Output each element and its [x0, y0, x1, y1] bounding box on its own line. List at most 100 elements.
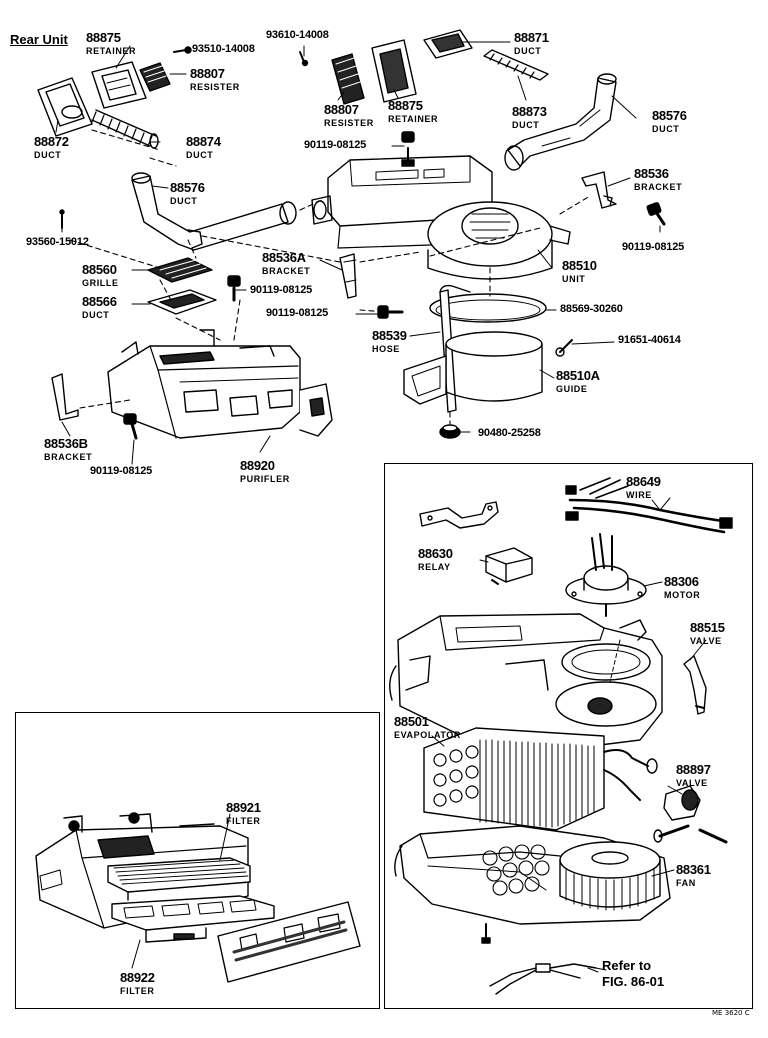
filter-cover-drawing — [217, 901, 361, 983]
label-88566-duct: 88566 DUCT — [82, 294, 117, 320]
part-number: 88897 — [676, 762, 711, 777]
part-number: 88576 — [170, 180, 205, 195]
grommet-90480-drawing — [439, 424, 461, 439]
label-88536-bracket: 88536 BRACKET — [634, 166, 682, 192]
part-number: 88807 — [190, 66, 225, 81]
purifier-88920-drawing — [107, 329, 333, 439]
label-88536A-bracket: 88536A BRACKET — [262, 250, 310, 276]
resister-88807-right-drawing — [331, 53, 365, 105]
label-88873-duct: 88873 DUCT — [512, 104, 547, 130]
small-harness-drawing — [489, 963, 607, 995]
part-name: DUCT — [514, 46, 542, 56]
part-number: 88875 — [388, 98, 423, 113]
leader-lines-bottom-right — [431, 499, 707, 973]
part-number: 88501 — [394, 714, 429, 729]
part-number: 88515 — [690, 620, 725, 635]
upper-case-drawing — [389, 613, 663, 751]
part-name: RELAY — [418, 562, 451, 572]
grille-88560-drawing — [147, 257, 213, 283]
part-number: 88510 — [562, 258, 597, 273]
part-name: FAN — [676, 878, 696, 888]
part-number: 88576 — [652, 108, 687, 123]
part-number: 88649 — [626, 474, 661, 489]
label-88897-valve: 88897 VALVE — [676, 762, 711, 788]
label-88874-duct: 88874 DUCT — [186, 134, 221, 160]
label-88569-30260: 88569-30260 — [560, 303, 623, 315]
part-name: PURIFLER — [240, 474, 290, 484]
label-88501-evapolator: 88501 EVAPOLATOR — [394, 714, 461, 740]
drawing-code: ME 3620 C — [712, 1009, 750, 1017]
part-name: DUCT — [186, 150, 214, 160]
leader-lines-top — [55, 41, 661, 465]
bracket-88536A-drawing — [339, 253, 357, 299]
label-88807-resister-left: 88807 RESISTER — [190, 66, 240, 92]
part-number: 88921 — [226, 800, 261, 815]
label-88807-resister-right: 88807 RESISTER — [324, 102, 374, 128]
evaporator-88501-drawing — [423, 727, 658, 831]
part-number: 88510A — [556, 368, 600, 383]
fan-88361-drawing — [559, 841, 661, 911]
reference-line-1: Refer to — [602, 958, 652, 973]
screw-93610-drawing — [299, 51, 309, 67]
label-88576-duct-right: 88576 DUCT — [652, 108, 687, 134]
filter-88922-drawing — [111, 895, 275, 943]
part-name: BRACKET — [634, 182, 683, 192]
part-number: 88875 — [86, 30, 121, 45]
resister-88807-left-drawing — [139, 62, 171, 92]
part-number: 88920 — [240, 458, 275, 473]
part-name: MOTOR — [664, 590, 701, 600]
label-88361-fan: 88361 FAN — [676, 862, 711, 888]
duct-88873-drawing — [483, 49, 549, 81]
relay-88630-drawing — [485, 547, 533, 585]
screw-90119-bottom-drawing — [123, 413, 138, 440]
part-name: RETAINER — [86, 46, 137, 56]
part-number: 88539 — [372, 328, 407, 343]
part-name: DUCT — [512, 120, 540, 130]
retainer-88875-right-drawing — [371, 39, 417, 103]
assembly-guide-lines — [69, 129, 591, 425]
part-number: 88536B — [44, 436, 88, 451]
label-91651-40614: 91651-40614 — [618, 334, 681, 346]
part-number: 88536A — [262, 250, 306, 265]
label-90480-25258: 90480-25258 — [478, 427, 541, 439]
screw-90119-mid-drawing — [227, 275, 241, 302]
screw-91651-drawing — [555, 339, 573, 357]
label-90119-08125-right: 90119-08125 — [622, 241, 685, 253]
label-88921-filter: 88921 FILTER — [226, 800, 261, 826]
part-name: DUCT — [34, 150, 62, 160]
part-name: BRACKET — [44, 452, 93, 462]
duct-88576-left-drawing — [131, 172, 297, 251]
part-number: 88630 — [418, 546, 453, 561]
label-88576-duct-left: 88576 DUCT — [170, 180, 205, 206]
bracket-strip-drawing — [419, 501, 499, 529]
part-name: FILTER — [120, 986, 155, 996]
label-90119-08125-lower: 90119-08125 — [266, 307, 329, 319]
screw-93510-drawing — [173, 46, 192, 54]
part-name: FILTER — [226, 816, 261, 826]
valve-88515-drawing — [683, 655, 707, 715]
duct-88874-drawing — [91, 109, 159, 149]
part-name: RESISTER — [190, 82, 240, 92]
label-88875-retainer-left: 88875 RETAINER — [86, 30, 136, 56]
part-number: 88872 — [34, 134, 69, 149]
label-93560-15012: 93560-15012 — [26, 236, 89, 248]
label-90119-08125-top: 90119-08125 — [304, 139, 367, 151]
duct-88576-right-drawing — [504, 73, 617, 171]
guide-88510A-drawing — [403, 331, 543, 405]
part-number: 88807 — [324, 102, 359, 117]
label-90119-08125-mid: 90119-08125 — [250, 284, 313, 296]
filter-88921-drawing — [107, 857, 251, 901]
part-name: EVAPOLATOR — [394, 730, 462, 740]
part-number: 88566 — [82, 294, 117, 309]
label-88920-purifier: 88920 PURIFLER — [240, 458, 290, 484]
label-88922-filter: 88922 FILTER — [120, 970, 155, 996]
part-number: 88560 — [82, 262, 117, 277]
part-number: 88874 — [186, 134, 221, 149]
part-name: DUCT — [652, 124, 680, 134]
duct-88872-drawing — [37, 77, 93, 137]
detail-box-unit-internals — [384, 463, 753, 1009]
screw-93560-drawing — [59, 209, 65, 229]
part-name: DUCT — [82, 310, 110, 320]
diagram-title: Rear Unit — [10, 32, 68, 47]
